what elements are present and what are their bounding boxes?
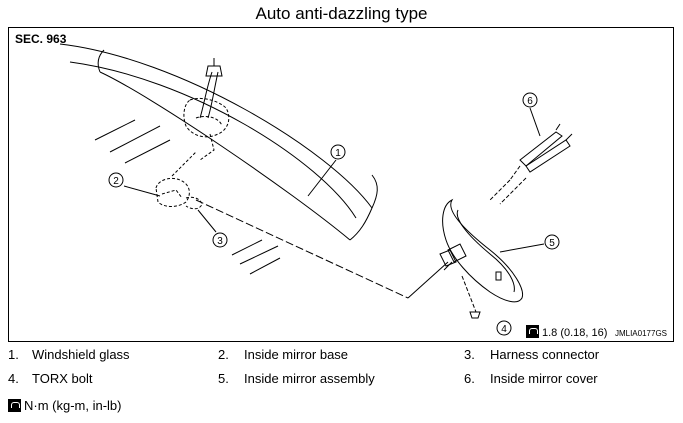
callout-5-label: 5 — [549, 238, 555, 249]
unit-legend: N·m (kg-m, in-lb) — [8, 398, 122, 413]
callout-6-label: 6 — [527, 96, 533, 107]
legend-item-number: 3. — [464, 347, 475, 362]
legend-item-number: 6. — [464, 371, 475, 386]
legend-item-number: 2. — [218, 347, 229, 362]
callout-2 — [108, 172, 124, 188]
callout-3 — [212, 232, 228, 248]
torque-wrench-icon — [526, 325, 539, 338]
legend-item-number: 4. — [8, 371, 19, 386]
callout-1 — [330, 144, 346, 160]
mirror-body — [442, 198, 524, 303]
torque-value: 1.8 (0.18, 16) — [542, 327, 608, 339]
diagram-title: Auto anti-dazzling type — [255, 4, 428, 23]
section-label: SEC. 963 — [15, 32, 67, 46]
unit-label: N·m (kg-m, in-lb) — [24, 398, 122, 413]
callout-1-label: 1 — [335, 148, 341, 159]
windshield-lower-edge — [99, 71, 351, 241]
callout-4-label: 4 — [501, 324, 507, 335]
legend-item-label: Inside mirror cover — [490, 371, 598, 386]
callout-4 — [496, 320, 512, 336]
callout-6 — [522, 92, 538, 108]
figure-code: JMLIA0177GS — [614, 329, 667, 338]
legend-item-label: TORX bolt — [32, 371, 93, 386]
legend-item-number: 1. — [8, 347, 19, 362]
torque-wrench-icon — [8, 399, 21, 412]
legend-item-label: Inside mirror base — [244, 347, 349, 362]
legend-item-label: Windshield glass — [32, 347, 130, 362]
exploded-view-illustration: 1 2 3 4 5 6 — [59, 43, 573, 336]
windshield-top-edge — [59, 43, 373, 209]
windshield-mid-edge — [69, 61, 357, 219]
callout-3-label: 3 — [217, 236, 223, 247]
callout-2-label: 2 — [113, 176, 119, 187]
legend-item-number: 5. — [218, 371, 229, 386]
legend-item-label: Inside mirror assembly — [244, 371, 375, 386]
legend-row-1: 1. Windshield glass 2. Inside mirror bas… — [0, 347, 683, 367]
legend-row-2: 4. TORX bolt 5. Inside mirror assembly 6… — [0, 371, 683, 391]
callout-5 — [544, 234, 560, 250]
torque-spec: 1.8 (0.18, 16) — [526, 325, 607, 339]
diagram-frame: SEC. 963 JMLIA0177GS — [8, 27, 674, 342]
legend-item-label: Harness connector — [490, 347, 600, 362]
